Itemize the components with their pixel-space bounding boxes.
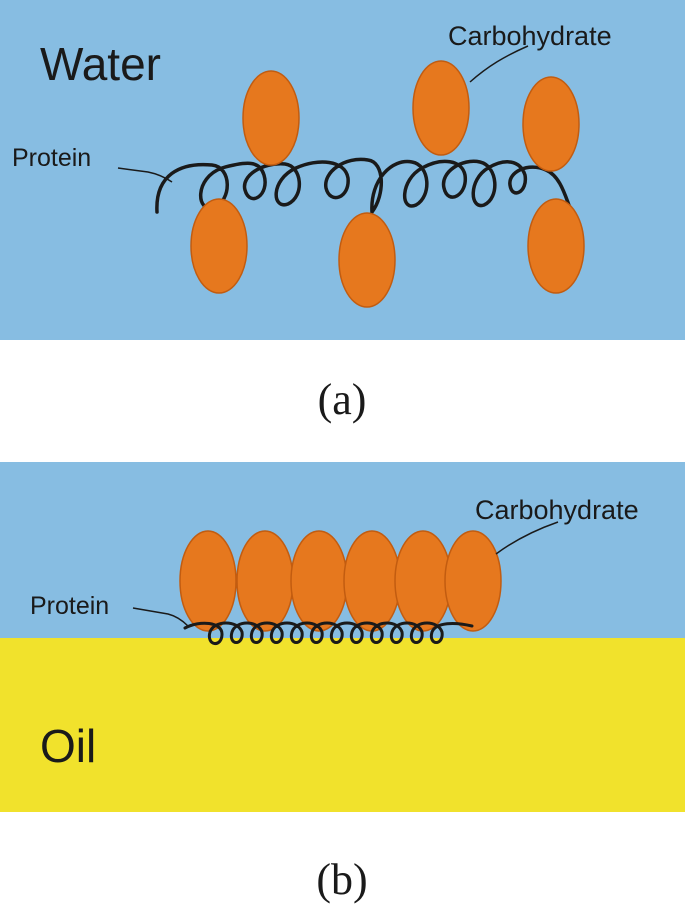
carbohydrate-particle bbox=[242, 70, 300, 166]
oil-label: Oil bbox=[40, 720, 96, 772]
carbohydrate-particle bbox=[394, 530, 452, 632]
carbohydrate-particle bbox=[179, 530, 237, 632]
protein-coil bbox=[155, 157, 572, 217]
carbohydrate-particle bbox=[236, 530, 294, 632]
carbohydrate-label: Carbohydrate bbox=[448, 21, 612, 51]
carbohydrate-leader-line bbox=[469, 45, 529, 83]
protein-leader-line bbox=[132, 607, 189, 627]
carbohydrate-leader-line bbox=[495, 521, 559, 555]
carbohydrate-particle bbox=[190, 198, 248, 294]
carbohydrate-label: Carbohydrate bbox=[475, 495, 639, 525]
oil-region bbox=[0, 638, 685, 812]
caption-a: (a) bbox=[318, 375, 367, 424]
protein-label: Protein bbox=[12, 144, 91, 172]
panel-b: Carbohydrate Protein Oil (b) bbox=[0, 462, 685, 912]
carbohydrate-particle bbox=[444, 530, 502, 632]
carbohydrate-particle bbox=[522, 76, 580, 172]
panel-a: Water Carbohydrate Protein (a) bbox=[0, 0, 685, 455]
protein-coil bbox=[183, 621, 474, 645]
carbohydrate-particle bbox=[343, 530, 401, 632]
protein-label: Protein bbox=[30, 592, 109, 620]
caption-b: (b) bbox=[316, 855, 367, 904]
carbohydrate-particle bbox=[412, 60, 470, 156]
protein-leader-line bbox=[117, 167, 173, 183]
panel-b-diagram: Carbohydrate Protein Oil (b) bbox=[0, 462, 685, 904]
carbohydrate-particle bbox=[527, 198, 585, 294]
water-label: Water bbox=[40, 38, 161, 90]
carbohydrate-particle bbox=[338, 212, 396, 308]
panel-a-diagram: Water Carbohydrate Protein (a) bbox=[0, 0, 685, 424]
carbohydrate-particle bbox=[290, 530, 348, 632]
